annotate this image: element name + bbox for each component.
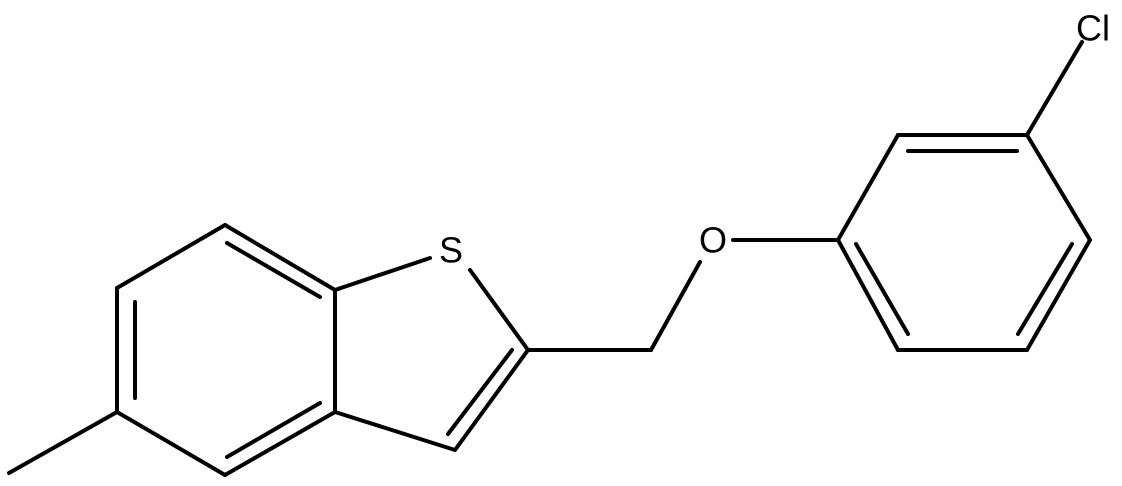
bond	[836, 133, 900, 242]
chlorophenyl-ring-bonds	[836, 133, 1092, 352]
double-bond-inner	[854, 242, 910, 336]
sulfur-atom-label: S	[439, 230, 463, 271]
chlorine-bond	[1025, 40, 1084, 137]
double-bond-inner	[446, 348, 514, 436]
bond	[468, 268, 530, 352]
ether-linker-bonds	[526, 238, 840, 352]
bond	[333, 410, 457, 452]
double-bond-inner	[225, 401, 322, 459]
double-bond-inner	[1016, 242, 1074, 336]
bond	[7, 410, 119, 475]
bond	[223, 223, 337, 292]
bond	[649, 260, 702, 352]
bond	[1025, 40, 1084, 137]
bond	[115, 410, 227, 477]
bond	[1025, 238, 1092, 352]
bond	[836, 238, 900, 352]
bond	[333, 256, 432, 292]
oxygen-atom-label: O	[699, 220, 727, 261]
bond	[115, 223, 227, 290]
methyl-bond	[7, 410, 119, 475]
bond	[1025, 133, 1092, 242]
bond	[223, 410, 337, 477]
thiophene-ring-bonds	[333, 256, 530, 452]
double-bond-inner	[225, 241, 322, 299]
bond	[453, 348, 530, 452]
chlorine-atom-label: Cl	[1076, 8, 1110, 49]
benzene-ring-bonds	[115, 223, 337, 477]
